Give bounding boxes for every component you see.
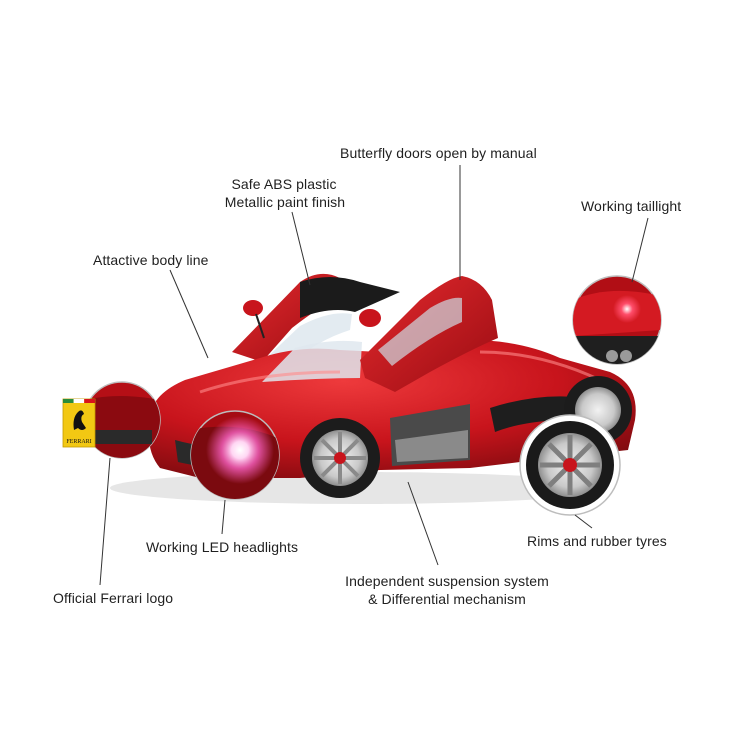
callout-abs-plastic-line1: Safe ABS plastic	[231, 176, 337, 192]
callout-butterfly-doors: Butterfly doors open by manual	[340, 145, 537, 161]
leader-taillight	[631, 217, 649, 283]
leader-suspension	[407, 481, 439, 566]
callout-led-headlights: Working LED headlights	[146, 539, 299, 555]
side-mirrors	[243, 300, 381, 339]
ferrari-logo-text: FERRARI	[66, 439, 91, 445]
right-butterfly-door	[360, 276, 498, 392]
callout-suspension-line2: & Differential mechanism	[368, 591, 526, 607]
front-wheel	[300, 418, 380, 498]
leader-rims	[574, 514, 593, 529]
leader-ferrari-logo	[99, 457, 111, 586]
callout-suspension-line1: Independent suspension system	[345, 573, 549, 589]
leader-abs-plastic	[291, 211, 311, 286]
leader-led-headlights	[221, 499, 226, 535]
callout-rims-tyres: Rims and rubber tyres	[527, 533, 667, 549]
taillight-magnifier	[572, 275, 662, 365]
callout-body-line: Attactive body line	[93, 252, 209, 268]
wheel-magnifier	[519, 414, 621, 516]
callout-abs-plastic-line2: Metallic paint finish	[224, 194, 346, 210]
left-butterfly-door	[232, 273, 400, 364]
nose-magnifier	[83, 381, 161, 459]
callout-taillight: Working taillight	[581, 198, 682, 214]
callout-ferrari-logo: Official Ferrari logo	[53, 590, 174, 606]
ferrari-shield-logo	[62, 398, 96, 448]
leader-lines	[99, 165, 649, 586]
leader-body-line	[169, 269, 209, 359]
headlight-magnifier	[190, 410, 280, 500]
